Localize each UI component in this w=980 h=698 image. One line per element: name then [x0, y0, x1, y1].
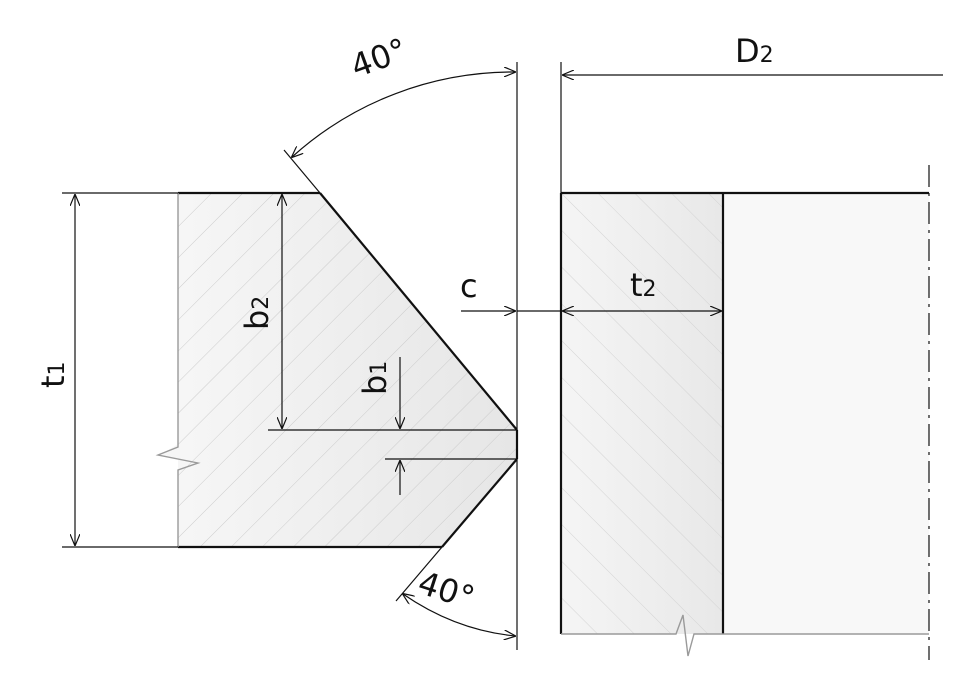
label-d2-sub: 2	[760, 43, 774, 68]
label-t2-main: t	[630, 266, 643, 304]
dimension-lines	[75, 72, 943, 636]
left-plate-break-line	[155, 193, 201, 547]
dim-angle-top	[292, 72, 515, 157]
label-b2-sub: 2	[249, 296, 274, 310]
label-b1-sub: 1	[367, 361, 392, 375]
label-c: c	[460, 267, 478, 305]
label-d2: D2	[735, 32, 774, 70]
label-t2: t2	[630, 266, 657, 304]
pipe-interior	[723, 193, 929, 634]
pipe-wall	[559, 165, 930, 660]
label-t1-main: t	[34, 375, 72, 388]
label-t1: t1	[34, 361, 72, 388]
label-b2-main: b	[238, 310, 276, 330]
label-angle-bottom: 40°	[414, 563, 480, 617]
ext-bevel-bottom	[395, 546, 443, 602]
label-t1-sub: 1	[45, 361, 70, 375]
left-plate-bevel-top	[319, 192, 518, 431]
pipe-break-line	[561, 614, 929, 657]
label-b1: b1	[356, 361, 394, 395]
pipe-wall-hatch	[561, 193, 723, 634]
label-b2: b2	[238, 296, 276, 330]
extension-lines	[62, 62, 562, 650]
label-d2-main: D	[735, 32, 760, 70]
left-plate	[155, 191, 519, 549]
left-plate-bevel-bottom	[441, 458, 518, 548]
labels: 40° 40° D2 t2 c t1 b2 b1	[34, 30, 774, 617]
dim-angle-bottom	[403, 594, 515, 636]
label-b1-main: b	[356, 375, 394, 395]
ext-bevel-top	[283, 149, 321, 194]
label-angle-top: 40°	[346, 30, 412, 85]
label-t2-sub: 2	[643, 277, 657, 302]
